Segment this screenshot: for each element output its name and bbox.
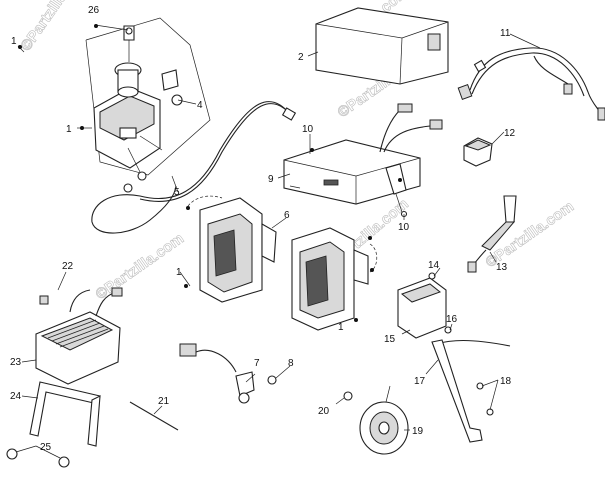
callout-8: 8: [288, 358, 294, 369]
voltage-regulator: [35, 287, 123, 385]
callout-19: 19: [412, 426, 424, 437]
callout-6: 6: [284, 210, 290, 221]
plug-cap-13: [467, 195, 517, 273]
callout-11: 11: [500, 28, 511, 39]
relay-12: [463, 137, 493, 167]
callout-22: 22: [62, 261, 74, 272]
bracket-24: [6, 381, 101, 468]
callout-14: 14: [428, 260, 440, 271]
callout-25: 25: [40, 442, 52, 453]
leader-lines: [15, 24, 541, 459]
ignition-switch-assembly: [85, 17, 211, 181]
cdi-unit-right: [291, 227, 378, 331]
fasteners: [18, 24, 402, 322]
ecu-box: [315, 7, 449, 85]
callout-18: 18: [500, 376, 512, 387]
callout-1: 1: [66, 124, 72, 135]
callout-20: 20: [318, 406, 330, 417]
callout-1: 1: [176, 267, 182, 278]
callout-16: 16: [446, 314, 458, 325]
callout-numbers: 26 1 1 4 5 2 11 12 10 9 10 6 1 1 13 14 1…: [10, 5, 516, 453]
callout-23: 23: [10, 357, 22, 368]
callout-10: 10: [302, 124, 314, 135]
callout-21: 21: [158, 396, 170, 407]
callout-7: 7: [254, 358, 260, 369]
control-module-9: [283, 103, 443, 218]
cable-5: [91, 101, 297, 234]
callout-10: 10: [398, 222, 410, 233]
callout-1: 1: [11, 36, 17, 47]
callout-4: 4: [197, 100, 203, 111]
callout-15: 15: [384, 334, 396, 345]
sensor-7: [179, 343, 277, 404]
callout-2: 2: [298, 52, 304, 63]
watermark: ©Partzilla.com: [17, 0, 90, 54]
callout-13: 13: [496, 262, 508, 273]
callout-5: 5: [174, 187, 180, 198]
watermark: ©Partzilla.com: [93, 230, 188, 303]
callout-26: 26: [88, 5, 100, 16]
horn-19: [343, 385, 409, 455]
callout-1: 1: [338, 322, 344, 333]
callout-9: 9: [268, 174, 274, 185]
callout-24: 24: [10, 391, 22, 402]
sensor-17: [431, 339, 511, 443]
rod-21: [129, 401, 179, 431]
flasher-15: [397, 272, 452, 339]
callout-12: 12: [504, 128, 516, 139]
cdi-unit-left: [187, 195, 277, 303]
wire-harness-11: [457, 47, 605, 121]
callout-17: 17: [414, 376, 426, 387]
